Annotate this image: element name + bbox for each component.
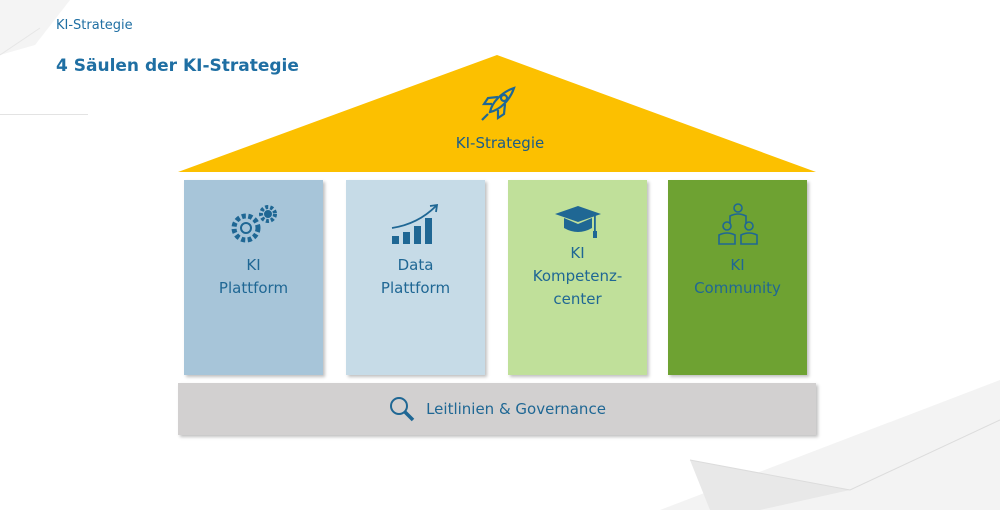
- growth-chart-icon: [391, 203, 438, 244]
- pillar-label-line1: KI: [730, 256, 745, 274]
- magnifier-icon: [390, 397, 415, 422]
- breadcrumb: KI-Strategie: [56, 18, 133, 33]
- pillar-label-line1: KI: [570, 244, 585, 262]
- divider: [0, 114, 88, 115]
- pillar-label-line1: KI: [246, 256, 261, 274]
- pillar-label-line1: Data: [397, 256, 434, 274]
- pillar-label-line2: Plattform: [380, 279, 451, 297]
- pillar-label-line2: Kompetenz-: [532, 267, 623, 285]
- decorative-corner-bottom-right: [660, 380, 1000, 510]
- base-governance: Leitlinien & Governance: [178, 383, 816, 435]
- gears-icon: [231, 205, 277, 243]
- pillar-label-line2: Community: [694, 279, 781, 297]
- pillar-label-line2: Plattform: [218, 279, 289, 297]
- page-title: 4 Säulen der KI-Strategie: [56, 56, 299, 76]
- graduation-cap-icon: [554, 206, 601, 238]
- roof-label: KI-Strategie: [455, 134, 545, 152]
- base-label: Leitlinien & Governance: [426, 400, 606, 418]
- community-icon: [717, 203, 758, 245]
- pillar-ki-community: KI Community: [668, 180, 807, 375]
- rocket-icon: [481, 86, 516, 121]
- pillar-label-line3: center: [553, 290, 602, 308]
- pillar-ki-kompetenzcenter: KI Kompetenz- center: [508, 180, 647, 375]
- pillar-data-plattform: Data Plattform: [346, 180, 485, 375]
- decorative-corner-top-left: [0, 0, 70, 56]
- pillar-ki-plattform: KI Plattform: [184, 180, 323, 375]
